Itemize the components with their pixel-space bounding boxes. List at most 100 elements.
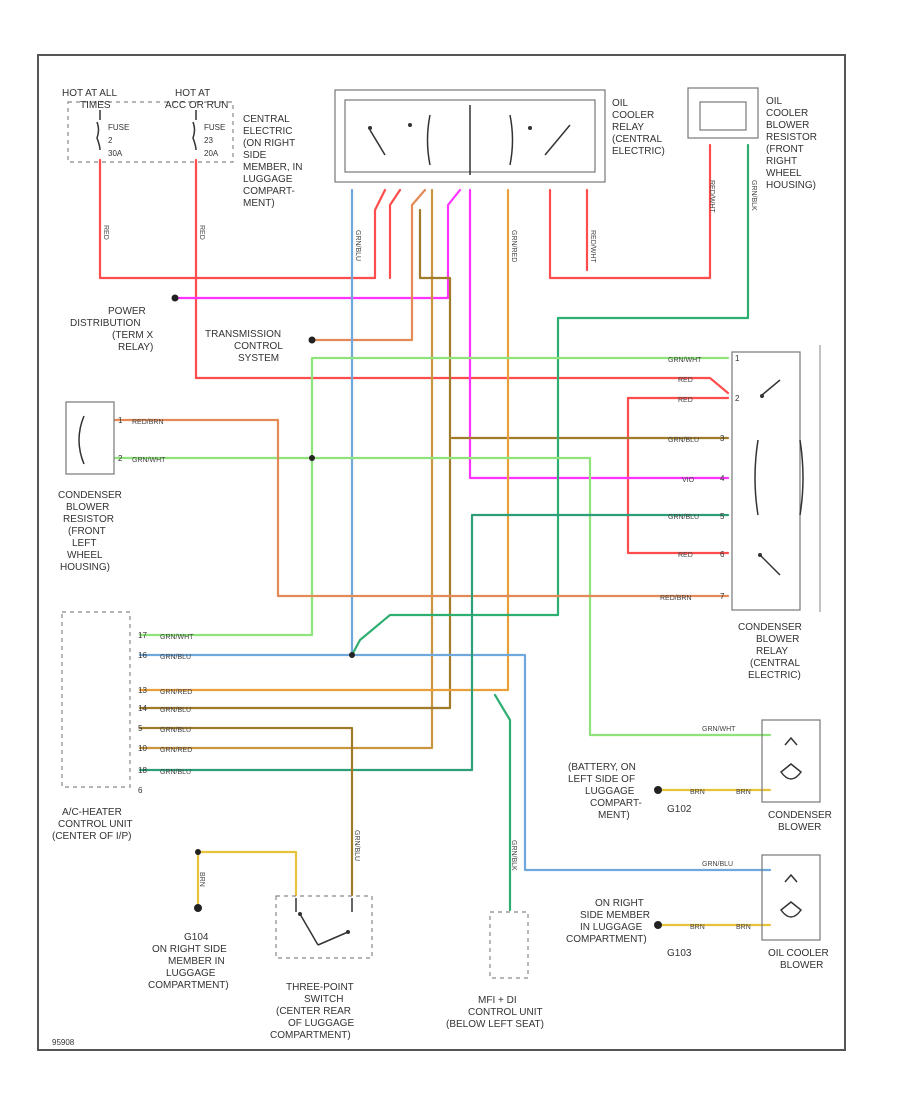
svg-text:RELAY: RELAY — [612, 122, 644, 133]
svg-text:COMPARTMENT): COMPARTMENT) — [270, 1030, 351, 1041]
svg-text:ELECTRIC: ELECTRIC — [243, 126, 292, 137]
svg-text:MENT): MENT) — [598, 810, 630, 821]
svg-text:BLOWER: BLOWER — [756, 634, 799, 645]
svg-text:1: 1 — [735, 354, 740, 363]
svg-text:WHEEL: WHEEL — [766, 168, 802, 179]
wire-brown-2 — [138, 208, 452, 710]
svg-text:CONTROL UNIT: CONTROL UNIT — [58, 819, 133, 830]
svg-text:THREE-POINT: THREE-POINT — [286, 982, 354, 993]
wire-teal-oilres — [350, 143, 750, 657]
wire-orange-pin13 — [138, 188, 510, 692]
svg-text:ELECTRIC): ELECTRIC) — [612, 146, 665, 157]
svg-text:RED: RED — [678, 552, 693, 559]
ground-g104 — [194, 904, 202, 912]
svg-text:BLOWER: BLOWER — [66, 502, 109, 513]
condenser-blower-resistor — [65, 401, 115, 475]
svg-text:CONDENSER: CONDENSER — [738, 622, 802, 633]
svg-text:IN LUGGAGE: IN LUGGAGE — [580, 922, 643, 933]
svg-text:CONTROL UNIT: CONTROL UNIT — [468, 1007, 543, 1018]
three-point-switch-contacts — [295, 898, 353, 946]
fuse-b-num: 23 — [204, 136, 213, 145]
relay-coil — [426, 105, 514, 175]
svg-text:GRN/BLU: GRN/BLU — [702, 861, 733, 868]
svg-text:(TERM X: (TERM X — [112, 330, 153, 341]
svg-text:3: 3 — [720, 434, 725, 443]
svg-text:HOUSING): HOUSING) — [60, 562, 110, 573]
svg-text:(CENTER OF I/P): (CENTER OF I/P) — [52, 831, 131, 842]
wire-green-17 — [138, 356, 730, 637]
svg-text:MEMBER IN: MEMBER IN — [168, 956, 225, 967]
oil-cooler-relay-label: OIL COOLER RELAY (CENTRAL ELECTRIC) — [612, 98, 665, 157]
wire-teal-mfi — [493, 693, 512, 912]
svg-text:CONTROL: CONTROL — [234, 341, 283, 352]
svg-text:RESISTOR: RESISTOR — [63, 514, 114, 525]
three-point-label: THREE-POINT SWITCH (CENTER REAR OF LUGGA… — [270, 982, 354, 1041]
svg-text:(ON RIGHT: (ON RIGHT — [243, 138, 295, 149]
svg-text:MENT): MENT) — [243, 198, 275, 209]
splice-g104 — [195, 849, 201, 855]
svg-text:POWER: POWER — [108, 306, 146, 317]
condenser-blower — [761, 719, 821, 803]
svg-text:5: 5 — [138, 724, 143, 733]
svg-text:6: 6 — [720, 550, 725, 559]
svg-text:SIDE MEMBER: SIDE MEMBER — [580, 910, 650, 921]
svg-text:RED: RED — [678, 397, 693, 404]
svg-text:OIL: OIL — [766, 96, 783, 107]
oil-blower-resistor-label: OIL COOLER BLOWER RESISTOR (FRONT RIGHT … — [766, 96, 817, 191]
svg-text:OIL: OIL — [612, 98, 629, 109]
svg-text:RED/BRN: RED/BRN — [660, 595, 692, 602]
svg-text:BRN: BRN — [690, 789, 705, 796]
wire-orange-trans — [310, 188, 427, 342]
condenser-blower-motor-icon — [779, 736, 803, 780]
svg-text:GRN/BLU: GRN/BLU — [160, 654, 191, 661]
svg-text:GRN/BLU: GRN/BLU — [160, 769, 191, 776]
svg-text:LEFT: LEFT — [72, 538, 96, 549]
fuse-23-symbol — [192, 110, 197, 151]
svg-text:RIGHT: RIGHT — [766, 156, 797, 167]
right-side-label: ON RIGHT SIDE MEMBER IN LUGGAGE COMPARTM… — [566, 898, 650, 945]
mfi-control-unit — [489, 911, 529, 979]
svg-text:SIDE: SIDE — [243, 150, 267, 161]
svg-text:COMPARTMENT): COMPARTMENT) — [148, 980, 229, 991]
hot-acc-label: HOT AT — [175, 88, 210, 99]
oil-blower-label: OIL COOLER — [768, 948, 829, 959]
diagram-frame — [37, 54, 846, 1051]
svg-text:LUGGAGE: LUGGAGE — [585, 786, 635, 797]
wire-group — [98, 143, 772, 927]
wire-red-fuse2 — [98, 158, 387, 280]
oil-cooler-blower-resistor — [687, 87, 759, 139]
svg-text:BRN: BRN — [736, 924, 751, 931]
svg-text:DISTRIBUTION: DISTRIBUTION — [70, 318, 141, 329]
cond-relay-switch-1 — [760, 379, 781, 398]
svg-text:TRANSMISSION: TRANSMISSION — [205, 329, 281, 340]
svg-text:2: 2 — [735, 394, 740, 403]
splice-blue — [349, 652, 355, 658]
svg-text:GRN/WHT: GRN/WHT — [132, 457, 166, 464]
wire-yellow-switch — [196, 850, 298, 897]
svg-text:OF LUGGAGE: OF LUGGAGE — [288, 1018, 354, 1029]
g104-label: G104 — [184, 932, 209, 943]
fuse-b-amp: 20A — [204, 149, 219, 158]
svg-text:COOLER: COOLER — [766, 108, 808, 119]
wire-red-right — [388, 188, 402, 280]
hot-acc-label-2: ACC OR RUN — [165, 100, 228, 111]
svg-text:LEFT SIDE OF: LEFT SIDE OF — [568, 774, 635, 785]
cond-resistor-pin-2: 2 — [118, 454, 123, 463]
wire-blue — [138, 188, 354, 657]
g102-label: G102 — [667, 804, 692, 815]
wire-red-fuse23 — [194, 158, 730, 395]
svg-text:ON RIGHT SIDE: ON RIGHT SIDE — [152, 944, 227, 955]
svg-text:COMPART-: COMPART- — [590, 798, 642, 809]
fuse-a-label: FUSE — [108, 123, 129, 132]
svg-text:COOLER: COOLER — [612, 110, 654, 121]
svg-text:GRN/WHT: GRN/WHT — [702, 726, 736, 733]
ac-control-pins: 17 16 13 14 5 10 18 6 — [138, 631, 147, 795]
svg-text:GRN/WHT: GRN/WHT — [160, 634, 194, 641]
relay-switch-left — [368, 123, 412, 156]
svg-text:BRN: BRN — [736, 789, 751, 796]
svg-text:COMPARTMENT): COMPARTMENT) — [566, 934, 647, 945]
svg-text:CONDENSER: CONDENSER — [58, 490, 122, 501]
oil-resistor-element — [699, 101, 747, 131]
svg-text:MFI + DI: MFI + DI — [478, 995, 517, 1006]
svg-text:VIO: VIO — [682, 477, 695, 484]
